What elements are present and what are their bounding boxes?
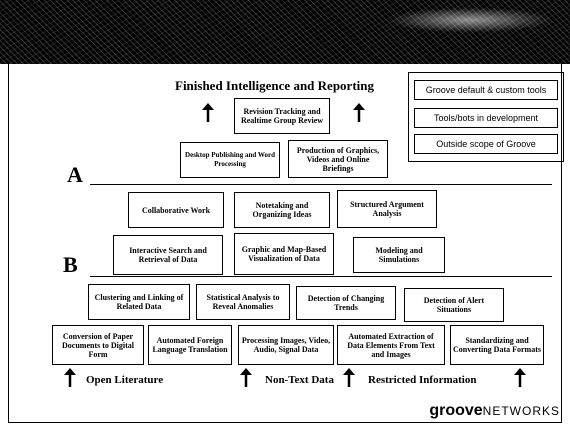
up-arrow-icon	[64, 368, 76, 387]
box-structured-argument: Structured Argument Analysis	[337, 190, 437, 228]
box-paper-conversion: Conversion of Paper Documents to Digital…	[52, 325, 144, 365]
up-arrow-icon	[353, 103, 365, 122]
box-clustering-linking: Clustering and Linking of Related Data	[88, 284, 190, 320]
divider-b	[90, 276, 552, 277]
groove-networks-logo: grooveNETWORKS	[429, 402, 560, 420]
section-label-a: A	[67, 162, 83, 187]
box-interactive-search: Interactive Search and Retrieval of Data	[113, 235, 223, 275]
up-arrow-icon	[240, 368, 252, 387]
legend-item-outside-scope: Outside scope of Groove	[414, 134, 558, 154]
legend	[408, 72, 564, 162]
legend-item-in-development: Tools/bots in development	[414, 108, 558, 128]
diagram-title: Finished Intelligence and Reporting	[175, 78, 374, 93]
box-foreign-translation: Automated Foreign Language Translation	[148, 325, 232, 365]
box-graphic-visualization: Graphic and Map-Based Visualization of D…	[234, 233, 334, 275]
header-banner	[0, 0, 570, 64]
box-collaborative-work: Collaborative Work	[128, 192, 224, 228]
box-notetaking: Notetaking and Organizing Ideas	[234, 192, 330, 228]
box-standardizing-formats: Standardizing and Converting Data Format…	[450, 325, 544, 365]
box-modeling-simulations: Modeling and Simulations	[353, 237, 445, 273]
box-desktop-publishing: Desktop Publishing and Word Processing	[180, 142, 280, 178]
box-statistical-analysis: Statistical Analysis to Reveal Anomalies	[196, 284, 290, 320]
box-automated-extraction: Automated Extraction of Data Elements Fr…	[337, 325, 445, 365]
box-production-graphics: Production of Graphics, Videos and Onlin…	[288, 140, 388, 178]
box-alert-situations: Detection of Alert Situations	[404, 288, 504, 322]
divider-a	[90, 184, 552, 185]
logo-networks: NETWORKS	[482, 404, 560, 418]
box-revision-tracking: Revision Tracking and Realtime Group Rev…	[234, 98, 330, 134]
logo-groove: groove	[429, 402, 483, 419]
section-label-b: B	[63, 252, 78, 277]
box-processing-media: Processing Images, Video, Audio, Signal …	[238, 325, 334, 365]
source-open-literature: Open Literature	[86, 374, 164, 386]
box-changing-trends: Detection of Changing Trends	[296, 286, 396, 320]
up-arrow-icon	[202, 103, 214, 122]
legend-item-default-tools: Groove default & custom tools	[414, 80, 558, 100]
up-arrow-icon	[514, 368, 526, 387]
source-non-text-data: Non-Text Data	[265, 374, 334, 386]
slide-frame	[8, 64, 562, 423]
banner-texture	[0, 0, 570, 64]
up-arrow-icon	[343, 368, 355, 387]
source-restricted-information: Restricted Information	[368, 374, 477, 386]
